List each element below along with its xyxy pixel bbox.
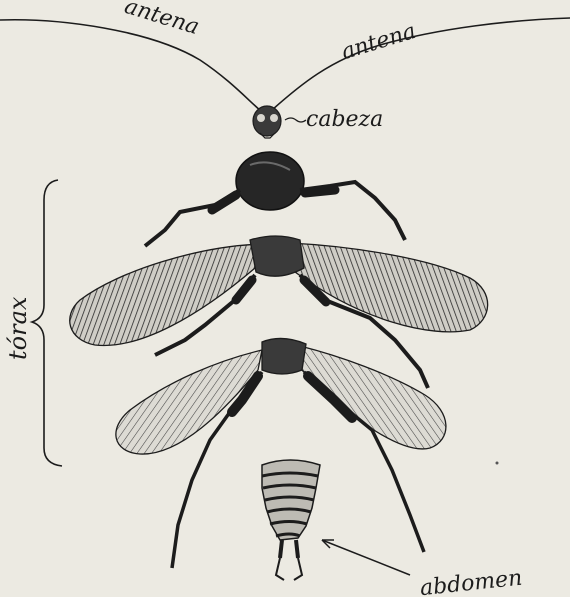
head-pointer-line [285, 118, 306, 122]
abdomen-label: abdomen [419, 566, 524, 597]
prothorax [145, 152, 405, 246]
abdomen-pointer-arrow [322, 540, 410, 575]
head-label: cabeza [306, 107, 383, 132]
thorax-brace [32, 180, 62, 466]
forewing-left [70, 244, 262, 345]
abdomen [262, 460, 320, 580]
antenna-left [0, 20, 262, 112]
head [253, 106, 281, 138]
thorax-label: tórax [4, 296, 32, 360]
antenna-right-label: antena [339, 19, 419, 65]
forewing-right [290, 243, 488, 332]
antenna-right [272, 18, 570, 110]
